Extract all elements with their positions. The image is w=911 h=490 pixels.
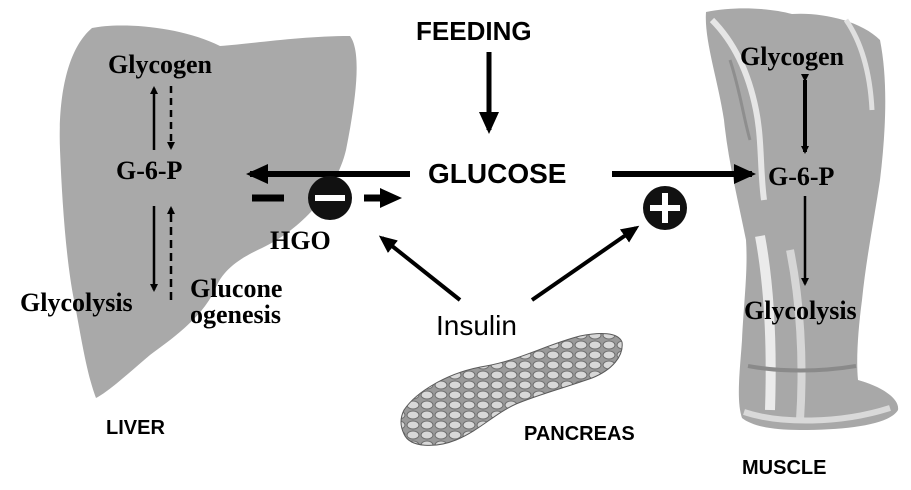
liver-glycogen-label: Glycogen <box>108 50 212 79</box>
muscle-name: MUSCLE <box>742 457 827 479</box>
liver-name: LIVER <box>106 417 165 439</box>
liver-glycolysis-label: Glycolysis <box>20 288 133 317</box>
hgo-arrowhead <box>380 188 402 208</box>
liver-gluconeogenesis-line1: Glucone <box>190 274 283 303</box>
hgo-label: HGO <box>270 226 331 255</box>
muscle-glycolysis-label: Glycolysis <box>744 296 857 325</box>
pancreas-name: PANCREAS <box>524 423 635 445</box>
inhibit-minus-icon <box>308 176 352 220</box>
insulin-label: Insulin <box>436 310 517 341</box>
liver-gluconeogenesis-line2: ogenesis <box>190 300 281 329</box>
feeding-label: FEEDING <box>416 16 532 46</box>
muscle-glycogen-label: Glycogen <box>740 42 844 71</box>
liver-shape <box>59 25 357 399</box>
muscle-g6p-label: G-6-P <box>768 162 835 191</box>
insulin-to-hgo-arrow <box>378 235 462 302</box>
glucose-label: GLUCOSE <box>428 158 567 189</box>
pancreas-shape <box>400 333 623 446</box>
stimulate-plus-icon <box>643 186 687 230</box>
liver-g6p-label: G-6-P <box>116 156 183 185</box>
insulin-to-muscle-arrow <box>530 225 640 302</box>
muscle-shape <box>705 8 899 430</box>
